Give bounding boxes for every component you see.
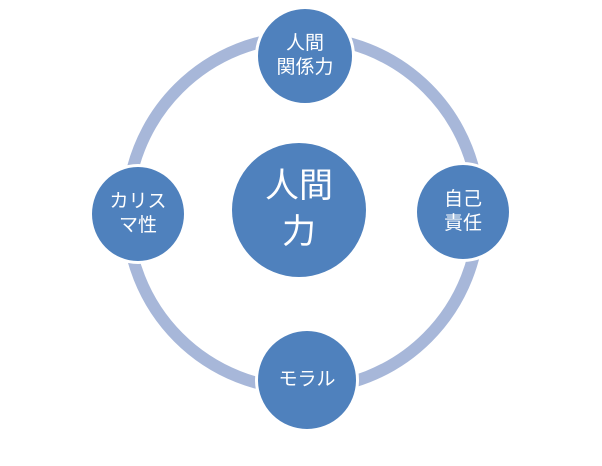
node-relationship-skills: 人間 関係力: [255, 6, 355, 106]
node-charisma: カリス マ性: [89, 164, 187, 264]
center-node: 人間 力: [232, 143, 366, 277]
node-self-responsibility: 自己 責任: [414, 162, 512, 262]
node-morality: モラル: [255, 328, 359, 432]
